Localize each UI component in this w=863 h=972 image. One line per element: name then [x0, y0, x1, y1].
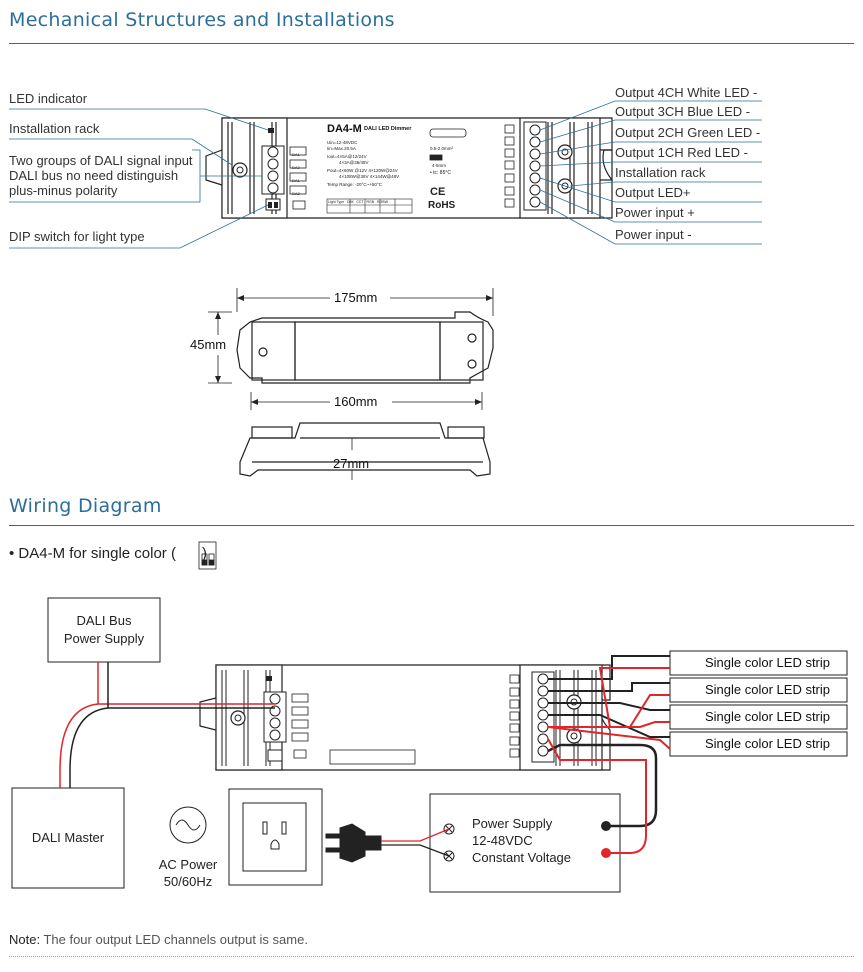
dali-bus-power-supply: DALI Bus Power Supply — [63, 613, 145, 646]
note: Note: The four output LED channels outpu… — [9, 932, 308, 947]
label-power-input-minus: Power input - — [615, 227, 692, 242]
left-callout-lines — [9, 108, 269, 249]
light-type-table: Light Type DIM CCT RGB RGBW — [328, 200, 388, 204]
dali-wires — [59, 662, 275, 788]
dim-height: 45mm — [190, 337, 227, 352]
label-installation-rack-right: Installation rack — [615, 165, 706, 180]
right-callout-lines — [539, 100, 762, 245]
label-output-3ch: Output 3CH Blue LED - — [615, 104, 751, 119]
led-strip-1: Single color LED strip — [705, 655, 830, 670]
mechanical-section-title: Mechanical Structures and Installations — [9, 9, 395, 31]
dim-length-mount: 160mm — [334, 394, 378, 409]
led-strip-boxes — [669, 650, 848, 757]
dimension-top-view — [236, 311, 494, 384]
led-strip-3: Single color LED strip — [705, 709, 830, 724]
led-strip-4: Single color LED strip — [705, 736, 830, 751]
ac-power-label: AC Power 50/60Hz — [158, 857, 218, 889]
tc-rating: • tc: 85°C — [430, 170, 451, 176]
device-specs: Uin=12-48VDC Iin=Max.20.5A Iout=4×5A@12/… — [327, 140, 400, 187]
section-divider — [9, 525, 854, 526]
dim-length-total: 175mm — [334, 290, 378, 305]
label-output-led-plus: Output LED+ — [615, 185, 691, 200]
dali-terminal-labels: DA1 DA2 DA1 DA2 — [292, 152, 300, 196]
strip-length: 4-5mm — [432, 163, 447, 168]
wiring-section-title: Wiring Diagram — [9, 495, 162, 517]
label-dali-signal-line3: plus-minus polarity — [9, 183, 118, 198]
device-subtitle: DALI LED Dimmer — [364, 126, 412, 132]
power-supply-label: Power Supply 12-48VDC Constant Voltage — [472, 816, 572, 865]
dip-icon — [198, 541, 217, 570]
label-installation-rack-left: Installation rack — [9, 121, 100, 136]
dim-depth: 27mm — [333, 456, 370, 471]
label-led-indicator: LED indicator — [9, 91, 88, 106]
wire-spec: 0.5-2.0mm² — [430, 146, 454, 151]
section-divider — [9, 43, 854, 44]
ce-mark: CE — [430, 186, 446, 198]
wiring-bullet: • DA4-M for single color () — [9, 545, 207, 562]
rohs-mark: RoHS — [428, 200, 456, 211]
output-wires — [547, 655, 671, 750]
dimension-side-view — [239, 422, 491, 477]
label-dip-switch: DIP switch for light type — [9, 229, 145, 244]
label-output-2ch: Output 2CH Green LED - — [615, 125, 761, 140]
label-output-1ch: Output 1CH Red LED - — [615, 145, 748, 160]
device-model: DA4-M — [327, 123, 362, 135]
label-dali-signal-line2: DALI bus no need distinguish — [9, 168, 179, 183]
label-output-4ch: Output 4CH White LED - — [615, 85, 758, 100]
led-indicator-dot — [268, 128, 274, 133]
label-power-input-plus: Power input + — [615, 205, 695, 220]
bottom-dotted-rule — [9, 956, 854, 957]
led-strip-2: Single color LED strip — [705, 682, 830, 697]
label-dali-signal-line1: Two groups of DALI signal input — [9, 153, 193, 168]
dali-master: DALI Master — [31, 830, 105, 845]
